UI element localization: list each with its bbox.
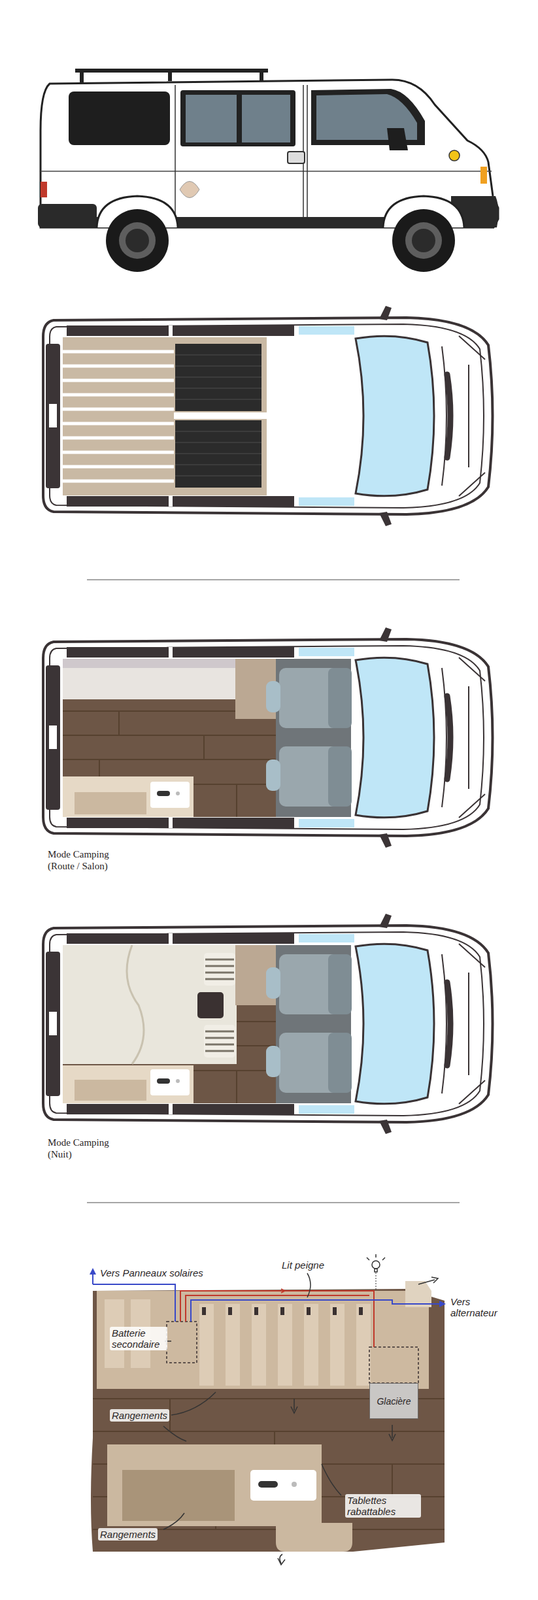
floor-plan [89, 1254, 446, 1565]
cooler-box: Glacière [369, 1383, 419, 1420]
callout-label: Mode Camping (Nuit) [47, 1136, 127, 1161]
callout-label: Vers Panneaux solaires [98, 1266, 206, 1280]
callout-label: Lit peigne [279, 1259, 327, 1272]
callout-label: Batterie secondaire [109, 1327, 168, 1351]
van-side-view [37, 70, 499, 272]
van-top-night [43, 913, 493, 1135]
box-label: Glacière [376, 1396, 411, 1407]
callout-label: Rangements [98, 1528, 158, 1541]
callout-label: Tablettes rabattables [345, 1494, 421, 1518]
callout-label: Rangements [109, 1409, 170, 1422]
callout-label: Vers alternateur [448, 1295, 518, 1320]
callout-label: Mode Camping (Route / Salon) [47, 848, 127, 873]
van-top-salon [43, 627, 493, 848]
van-top-empty [43, 305, 493, 527]
